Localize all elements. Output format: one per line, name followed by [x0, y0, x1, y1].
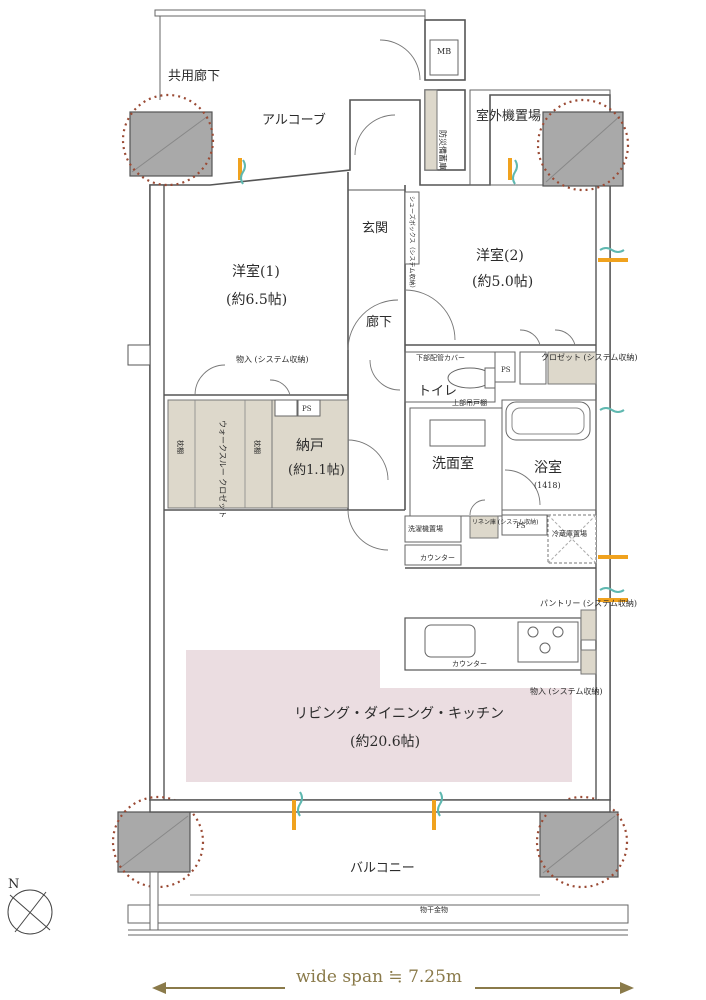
- label-counter-kitchen: カウンター: [452, 659, 487, 668]
- label-pantry: パントリー (システム収納): [540, 598, 637, 608]
- wide-span-indicator: wide span ≒ 7.25m: [152, 962, 634, 994]
- label-ps-bath: PS: [516, 522, 526, 530]
- stove: [517, 621, 579, 663]
- washer-space: [404, 515, 462, 543]
- compass-n-label: N: [8, 877, 19, 892]
- window-markers: [238, 158, 628, 830]
- label-ldk-size: (約20.6帖): [350, 734, 420, 750]
- doors: [194, 39, 576, 551]
- label-corridor: 廊下: [366, 314, 392, 330]
- label-pillow-shelf-right: 枕棚: [253, 440, 262, 454]
- kitchen-sink: [424, 624, 476, 658]
- label-western-room-2: 洋室(2): [476, 247, 524, 264]
- label-washer-space: 洗濯機置場: [408, 524, 443, 533]
- label-shoe-box: シューズボックス（システム収納）: [408, 196, 416, 291]
- label-ps-toilet: PS: [501, 366, 511, 374]
- label-pillow-shelf-left: 枕棚: [176, 440, 185, 454]
- label-ps-closet: PS: [302, 405, 312, 413]
- label-disaster-storage: 防災備蓄庫: [438, 130, 448, 170]
- balcony-wall: [149, 799, 611, 813]
- label-ldk: リビング・ダイニング・キッチン: [294, 706, 504, 722]
- label-balcony: バルコニー: [350, 861, 415, 876]
- label-counter-wash: カウンター: [420, 553, 455, 562]
- label-washroom: 洗面室: [432, 455, 474, 472]
- label-closet-system: クロゼット (システム収納): [541, 352, 638, 362]
- compass: N: [7, 877, 53, 935]
- label-entrance: 玄関: [362, 221, 388, 236]
- walk-through-closet: [167, 399, 273, 509]
- label-storage-system: 物入 (システム収納): [236, 354, 309, 364]
- balcony-railing: [127, 904, 629, 924]
- label-fridge-space: 冷蔵庫置場: [552, 529, 587, 538]
- label-alcove: アルコーブ: [262, 112, 326, 128]
- corridor-railing: [154, 9, 426, 17]
- label-western-room-1: 洋室(1): [232, 263, 280, 280]
- label-linen-shelf: リネン庫 (システム収納): [472, 518, 538, 526]
- label-toilet: トイレ: [418, 384, 457, 399]
- label-walk-through-closet: ウォークスルー クロゼット: [218, 420, 228, 518]
- label-closet-storage: 納戸: [296, 438, 324, 454]
- label-piping-cover: 下部配管カバー: [416, 353, 465, 362]
- closet-storage-room: [271, 399, 349, 509]
- ldk-highlight: [186, 650, 572, 782]
- column-top-left: [121, 93, 215, 187]
- label-bathroom: 浴室: [534, 459, 562, 476]
- label-closet-storage-size: (約1.1帖): [288, 463, 345, 478]
- label-clothes-hanger: 物干金物: [420, 905, 448, 914]
- column-top-right: [536, 98, 630, 192]
- label-outdoor-unit: 室外機置場: [476, 108, 541, 124]
- label-western-room-1-size: (約6.5帖): [226, 292, 287, 308]
- label-upper-shelf: 上部吊戸棚: [452, 398, 487, 407]
- closet-room-2: [547, 351, 597, 385]
- pantry: [580, 609, 597, 641]
- label-mb: MB: [437, 47, 451, 56]
- bathroom: [501, 399, 597, 511]
- label-common-corridor: 共用廊下: [168, 68, 220, 84]
- column-bottom-left: [111, 795, 205, 889]
- label-storage-kitchen: 物入 (システム収納): [530, 686, 603, 696]
- shoe-box: [404, 191, 420, 265]
- label-bathroom-size: (1418): [534, 481, 561, 490]
- label-western-room-2-size: (約5.0帖): [472, 274, 533, 290]
- wide-span-label: wide span ≒ 7.25m: [296, 967, 462, 987]
- linen-shelf: [469, 515, 499, 539]
